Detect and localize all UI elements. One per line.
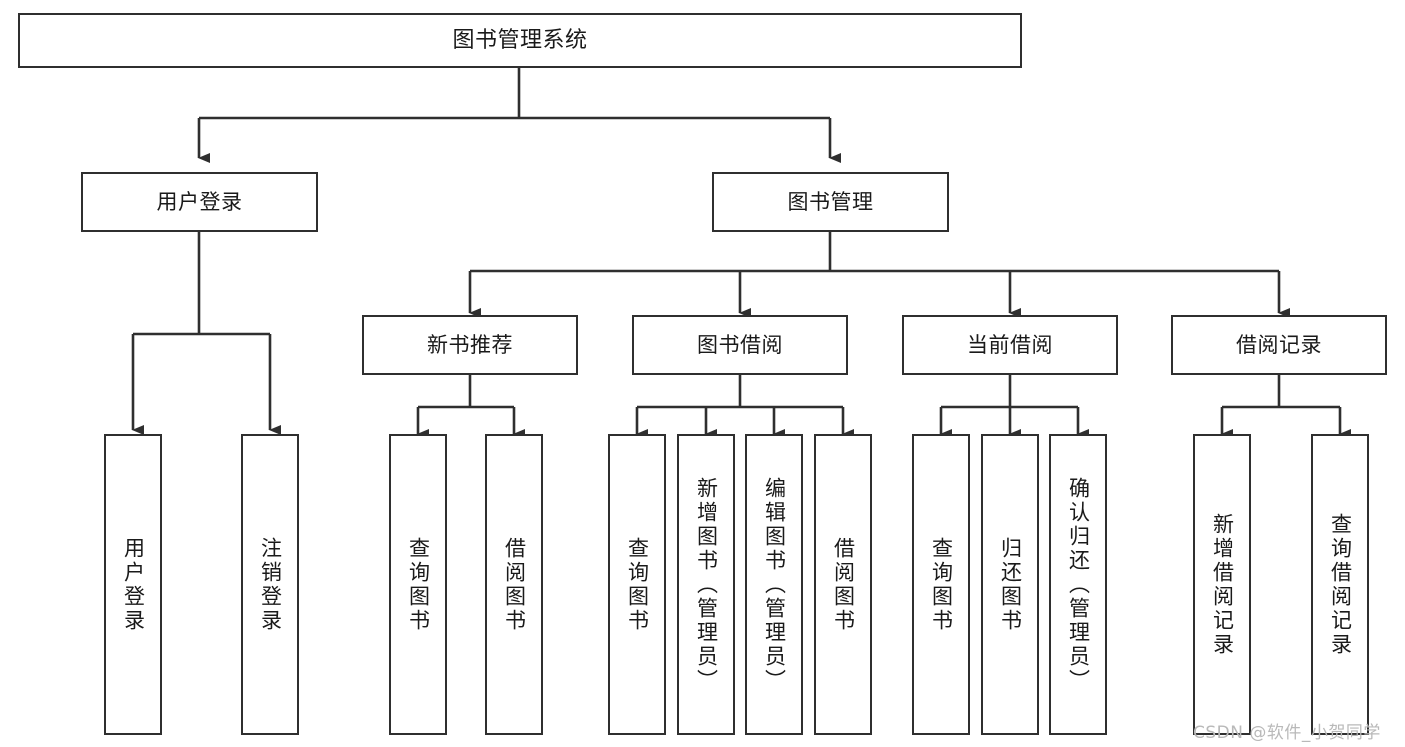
node-label: 新增借阅记录 bbox=[1210, 512, 1235, 657]
leaf-borrow-book-1[interactable]: 借阅图书 bbox=[485, 434, 543, 735]
node-new-book-recommend[interactable]: 新书推荐 bbox=[362, 315, 578, 375]
node-label: 图书管理系统 bbox=[452, 27, 588, 53]
leaf-query-book-1[interactable]: 查询图书 bbox=[389, 434, 447, 735]
node-label: 新增图书（管理员） bbox=[694, 476, 719, 693]
node-label: 新书推荐 bbox=[427, 332, 513, 357]
node-book-management[interactable]: 图书管理 bbox=[712, 172, 949, 232]
leaf-query-book-2[interactable]: 查询图书 bbox=[608, 434, 666, 735]
node-label: 注销登录 bbox=[258, 536, 283, 633]
node-label: 查询图书 bbox=[625, 536, 650, 633]
node-label: 当前借阅 bbox=[967, 332, 1053, 357]
leaf-user-login[interactable]: 用户登录 bbox=[104, 434, 162, 735]
node-root-system[interactable]: 图书管理系统 bbox=[18, 13, 1022, 68]
node-label: 确认归还（管理员） bbox=[1066, 476, 1091, 693]
leaf-logout-login[interactable]: 注销登录 bbox=[241, 434, 299, 735]
leaf-query-record[interactable]: 查询借阅记录 bbox=[1311, 434, 1369, 735]
node-book-borrow[interactable]: 图书借阅 bbox=[632, 315, 848, 375]
node-label: 借阅图书 bbox=[502, 536, 527, 633]
node-label: 借阅图书 bbox=[831, 536, 856, 633]
node-user-login[interactable]: 用户登录 bbox=[81, 172, 318, 232]
node-label: 借阅记录 bbox=[1236, 332, 1322, 357]
leaf-add-book[interactable]: 新增图书（管理员） bbox=[677, 434, 735, 735]
leaf-return-book[interactable]: 归还图书 bbox=[981, 434, 1039, 735]
leaf-confirm-return[interactable]: 确认归还（管理员） bbox=[1049, 434, 1107, 735]
node-label: 编辑图书（管理员） bbox=[762, 476, 787, 693]
node-label: 图书借阅 bbox=[697, 332, 783, 357]
leaf-edit-book[interactable]: 编辑图书（管理员） bbox=[745, 434, 803, 735]
node-label: 查询图书 bbox=[929, 536, 954, 633]
node-current-borrow[interactable]: 当前借阅 bbox=[902, 315, 1118, 375]
leaf-query-book-3[interactable]: 查询图书 bbox=[912, 434, 970, 735]
node-label: 归还图书 bbox=[998, 536, 1023, 633]
node-label: 用户登录 bbox=[121, 536, 146, 633]
csdn-watermark: CSDN @软件_小贺同学 bbox=[1193, 723, 1381, 743]
node-label: 图书管理 bbox=[787, 189, 874, 214]
node-label: 查询借阅记录 bbox=[1328, 512, 1353, 657]
node-label: 用户登录 bbox=[156, 189, 243, 214]
leaf-add-record[interactable]: 新增借阅记录 bbox=[1193, 434, 1251, 735]
leaf-borrow-book-2[interactable]: 借阅图书 bbox=[814, 434, 872, 735]
node-label: 查询图书 bbox=[406, 536, 431, 633]
node-borrow-record[interactable]: 借阅记录 bbox=[1171, 315, 1387, 375]
